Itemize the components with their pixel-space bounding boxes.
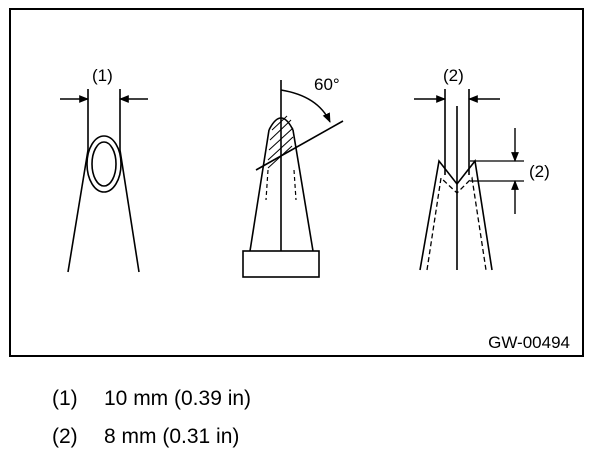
- cone-base: [242, 250, 320, 278]
- callout-1: (1): [92, 66, 113, 85]
- angle-label: 60°: [314, 75, 340, 94]
- figure-code: GW-00494: [488, 333, 570, 352]
- callout-2-top: (2): [443, 66, 464, 85]
- figure-frame: [9, 8, 584, 357]
- angle-reference-line: [255, 120, 344, 171]
- legend-text: 10 mm (0.39 in): [104, 387, 252, 410]
- legend-text: 8 mm (0.31 in): [104, 425, 240, 448]
- cone-tool: [242, 80, 344, 278]
- legend-item-2: (2) 8 mm (0.31 in): [52, 425, 239, 449]
- legend-number: (1): [52, 387, 78, 410]
- angle-arc: [280, 89, 331, 123]
- ring-inner: [91, 141, 117, 187]
- legend-item-1: (1) 10 mm (0.39 in): [52, 387, 251, 411]
- offset-tip: [419, 89, 493, 271]
- ring-outer: [86, 135, 122, 193]
- tool-diagram: (1) 60° (: [9, 8, 584, 357]
- tip-with-ring: [67, 89, 140, 273]
- dimension-2-vertical: [470, 128, 524, 214]
- legend-number: (2): [52, 425, 78, 448]
- callout-2-side: (2): [529, 162, 550, 181]
